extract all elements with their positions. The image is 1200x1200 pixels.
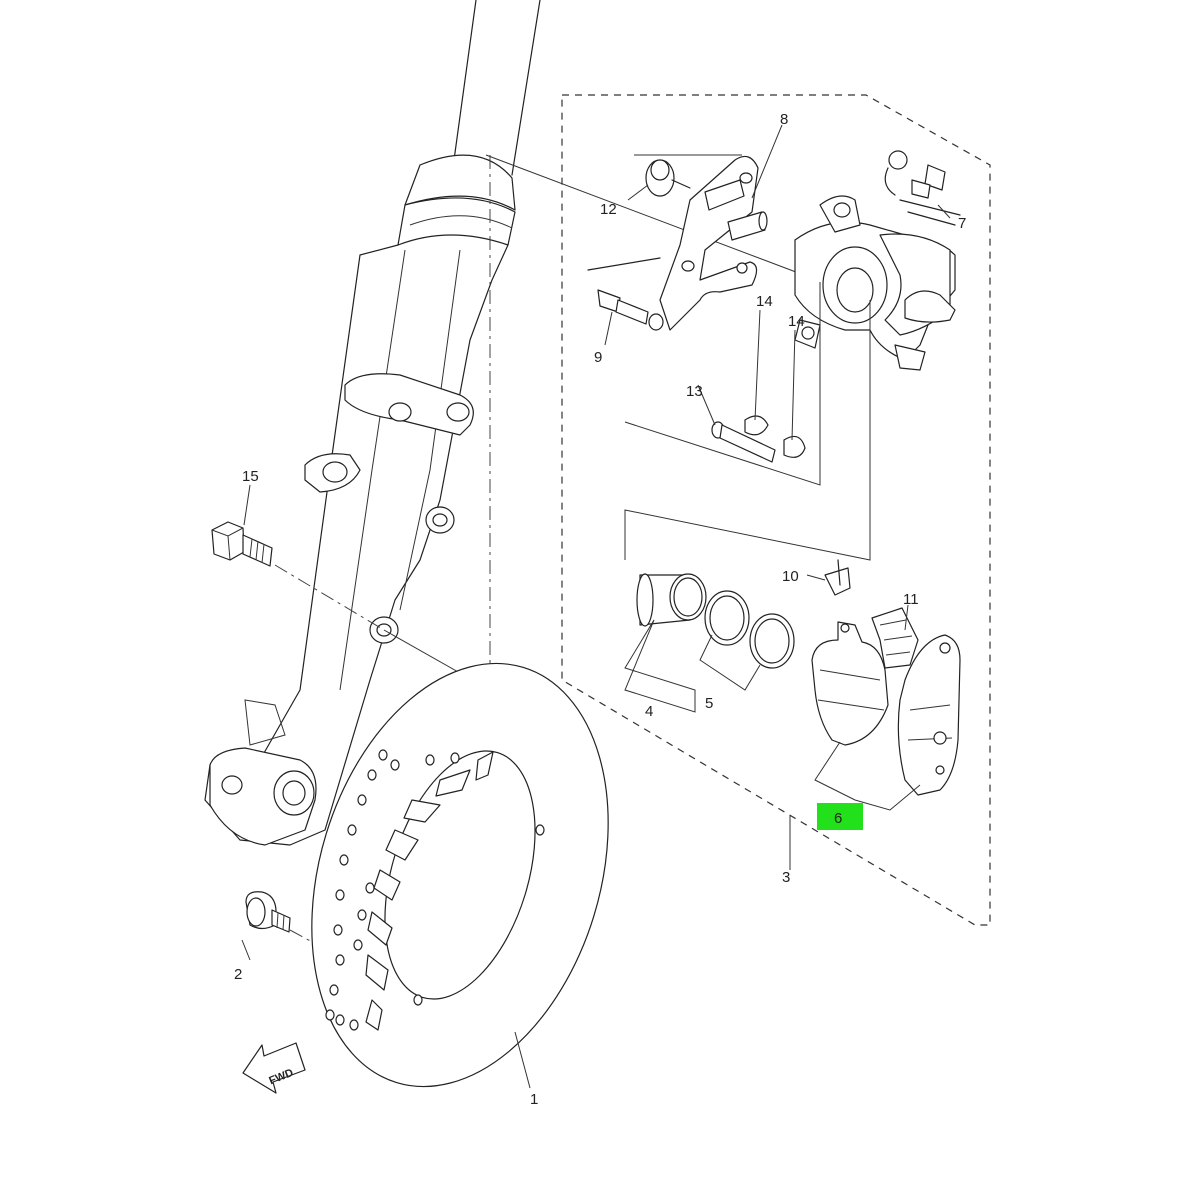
disc-cutouts bbox=[365, 751, 494, 1031]
pad-spring-11 bbox=[871, 607, 919, 669]
seal-callout-lines bbox=[699, 634, 761, 691]
disc-bolt-2 bbox=[245, 891, 291, 933]
front-fork-leg bbox=[204, 0, 541, 846]
callout-2[interactable]: 2 bbox=[234, 966, 242, 983]
pad-callout-lines bbox=[814, 741, 921, 811]
callout-4[interactable]: 4 bbox=[645, 703, 653, 720]
caliper-bolt-15 bbox=[211, 521, 273, 567]
callout-6[interactable]: 6 bbox=[834, 810, 842, 827]
brake-disc-1 bbox=[311, 662, 609, 1088]
piston-seal-5b bbox=[749, 613, 795, 669]
bleed-screw-7 bbox=[884, 150, 961, 226]
piston-callout-lines bbox=[624, 619, 696, 713]
callout-15[interactable]: 15 bbox=[242, 468, 259, 485]
pin-boot-12 bbox=[645, 159, 691, 197]
callout-12[interactable]: 12 bbox=[600, 201, 617, 218]
piston-4 bbox=[636, 573, 707, 627]
pad-pin-clip-14a bbox=[744, 415, 769, 436]
caliper-bracket-8 bbox=[659, 155, 768, 331]
brake-pad-6b bbox=[897, 634, 961, 796]
caliper-body bbox=[794, 195, 956, 371]
callout-11[interactable]: 11 bbox=[903, 591, 919, 608]
callout-10[interactable]: 10 bbox=[782, 568, 799, 585]
callout-1[interactable]: 1 bbox=[530, 1091, 538, 1108]
highlight-part-6[interactable] bbox=[817, 803, 863, 830]
callout-labels: 8 12 7 9 13 14 14 15 10 11 4 5 6 3 2 1 bbox=[234, 111, 966, 1108]
callout-7[interactable]: 7 bbox=[958, 215, 966, 232]
disc-holes bbox=[325, 749, 545, 1031]
callout-8[interactable]: 8 bbox=[780, 111, 788, 128]
leader-lines bbox=[241, 124, 951, 1089]
pin-group-line bbox=[624, 282, 821, 486]
callout-14a[interactable]: 14 bbox=[756, 293, 773, 310]
caliper-assembly-boundary bbox=[561, 94, 991, 926]
forward-direction-arrow: FWD bbox=[242, 1042, 306, 1094]
callout-9[interactable]: 9 bbox=[594, 349, 602, 366]
brake-pad-6a bbox=[811, 621, 889, 746]
pad-pin-clip-14b bbox=[783, 435, 806, 458]
callout-3[interactable]: 3 bbox=[782, 869, 790, 886]
bolt-15-axis bbox=[274, 564, 385, 631]
callout-5[interactable]: 5 bbox=[705, 695, 713, 712]
piston-group-line bbox=[624, 300, 871, 561]
piston-seal-5a bbox=[704, 590, 750, 646]
callout-13[interactable]: 13 bbox=[686, 383, 703, 400]
callout-14b[interactable]: 14 bbox=[788, 313, 805, 330]
slide-pin-9 bbox=[587, 257, 664, 331]
pad-clip-10 bbox=[824, 559, 851, 596]
pad-pin-13 bbox=[711, 421, 776, 463]
